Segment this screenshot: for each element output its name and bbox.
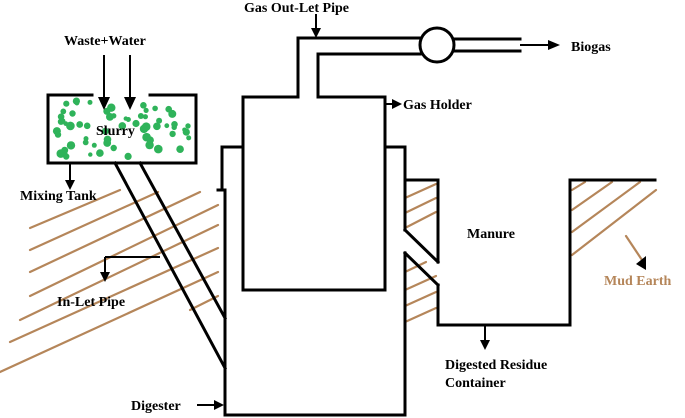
label-waste-water: Waste+Water [64, 34, 146, 49]
slurry-particle [83, 122, 91, 130]
slurry-particle [96, 149, 104, 157]
gas-holder-pointer [385, 99, 402, 109]
mixing-tank-pointer [65, 163, 75, 190]
slurry-particle [110, 144, 117, 152]
earth-hatching-middle [403, 182, 438, 324]
gas-holder [241, 95, 387, 292]
residue-pointer [480, 325, 490, 350]
gas-outlet-pipe [296, 26, 560, 99]
manure-outlet [402, 178, 657, 327]
slurry-particle [186, 135, 192, 141]
slurry-particle [62, 147, 67, 153]
slurry-particle [69, 110, 76, 117]
label-inlet-pipe: In-Let Pipe [57, 295, 125, 310]
inlet-pipe-pointer [100, 256, 160, 282]
label-mixing-tank: Mixing Tank [20, 189, 97, 204]
waste-water-arrows [98, 55, 136, 110]
label-gas-outlet-pipe: Gas Out-Let Pipe [244, 1, 349, 16]
label-digested-residue: Digested Residue [445, 358, 547, 373]
slurry-particle [132, 119, 140, 128]
slurry-particle [142, 114, 148, 120]
slurry-particle [185, 123, 191, 129]
slurry-particle [72, 97, 80, 105]
slurry-particle [101, 127, 109, 135]
slurry-particle [123, 116, 128, 121]
slurry-particle [153, 122, 161, 131]
gas-outlet-pointer [311, 14, 321, 38]
inlet-pipe [112, 160, 228, 371]
label-digester: Digester [131, 399, 181, 414]
slurry-particle [156, 117, 163, 124]
slurry-particle [154, 144, 163, 154]
mixing-tank [46, 93, 198, 165]
label-slurry: Slurry [96, 124, 135, 139]
slurry-particle [176, 145, 184, 153]
slurry-particle [62, 153, 70, 160]
slurry-particle [57, 118, 65, 125]
slurry-particle [66, 121, 75, 131]
slurry-particle [141, 122, 151, 131]
slurry-particle [164, 123, 170, 129]
slurry-particle [171, 121, 178, 128]
slurry-particle [165, 105, 172, 113]
slurry-particle [111, 113, 117, 119]
label-biogas: Biogas [571, 40, 611, 55]
mud-earth-pointer [636, 256, 646, 270]
slurry-particle [103, 139, 112, 147]
slurry-particle [60, 108, 67, 115]
slurry-particle [182, 127, 187, 133]
slurry-particles [52, 97, 192, 160]
slurry-particle [152, 105, 158, 112]
slurry-particle [145, 140, 154, 150]
slurry-particle [124, 152, 132, 160]
slurry-particle [82, 139, 89, 146]
slurry-particle [91, 142, 97, 148]
slurry-particle [103, 107, 111, 115]
label-mud-earth: Mud Earth [604, 274, 672, 289]
slurry-particle [54, 131, 62, 138]
slurry-particle [137, 113, 144, 119]
label-container: Container [445, 376, 506, 391]
label-gas-holder: Gas Holder [403, 98, 472, 113]
slurry-particle [140, 102, 147, 109]
slurry-particle [118, 122, 127, 130]
digester-tank [216, 145, 440, 417]
slurry-particle [63, 121, 69, 126]
slurry-particle [87, 99, 93, 105]
digester-pointer [197, 400, 224, 410]
slurry-particle [143, 107, 149, 113]
slurry-particle [169, 130, 176, 138]
earth-hatching-left [0, 188, 220, 374]
slurry-particle [63, 100, 70, 107]
slurry-particle [66, 141, 76, 150]
label-manure: Manure [467, 227, 515, 242]
slurry-particle [76, 121, 84, 128]
slurry-particle [88, 152, 93, 157]
earth-hatching-right [570, 180, 658, 262]
